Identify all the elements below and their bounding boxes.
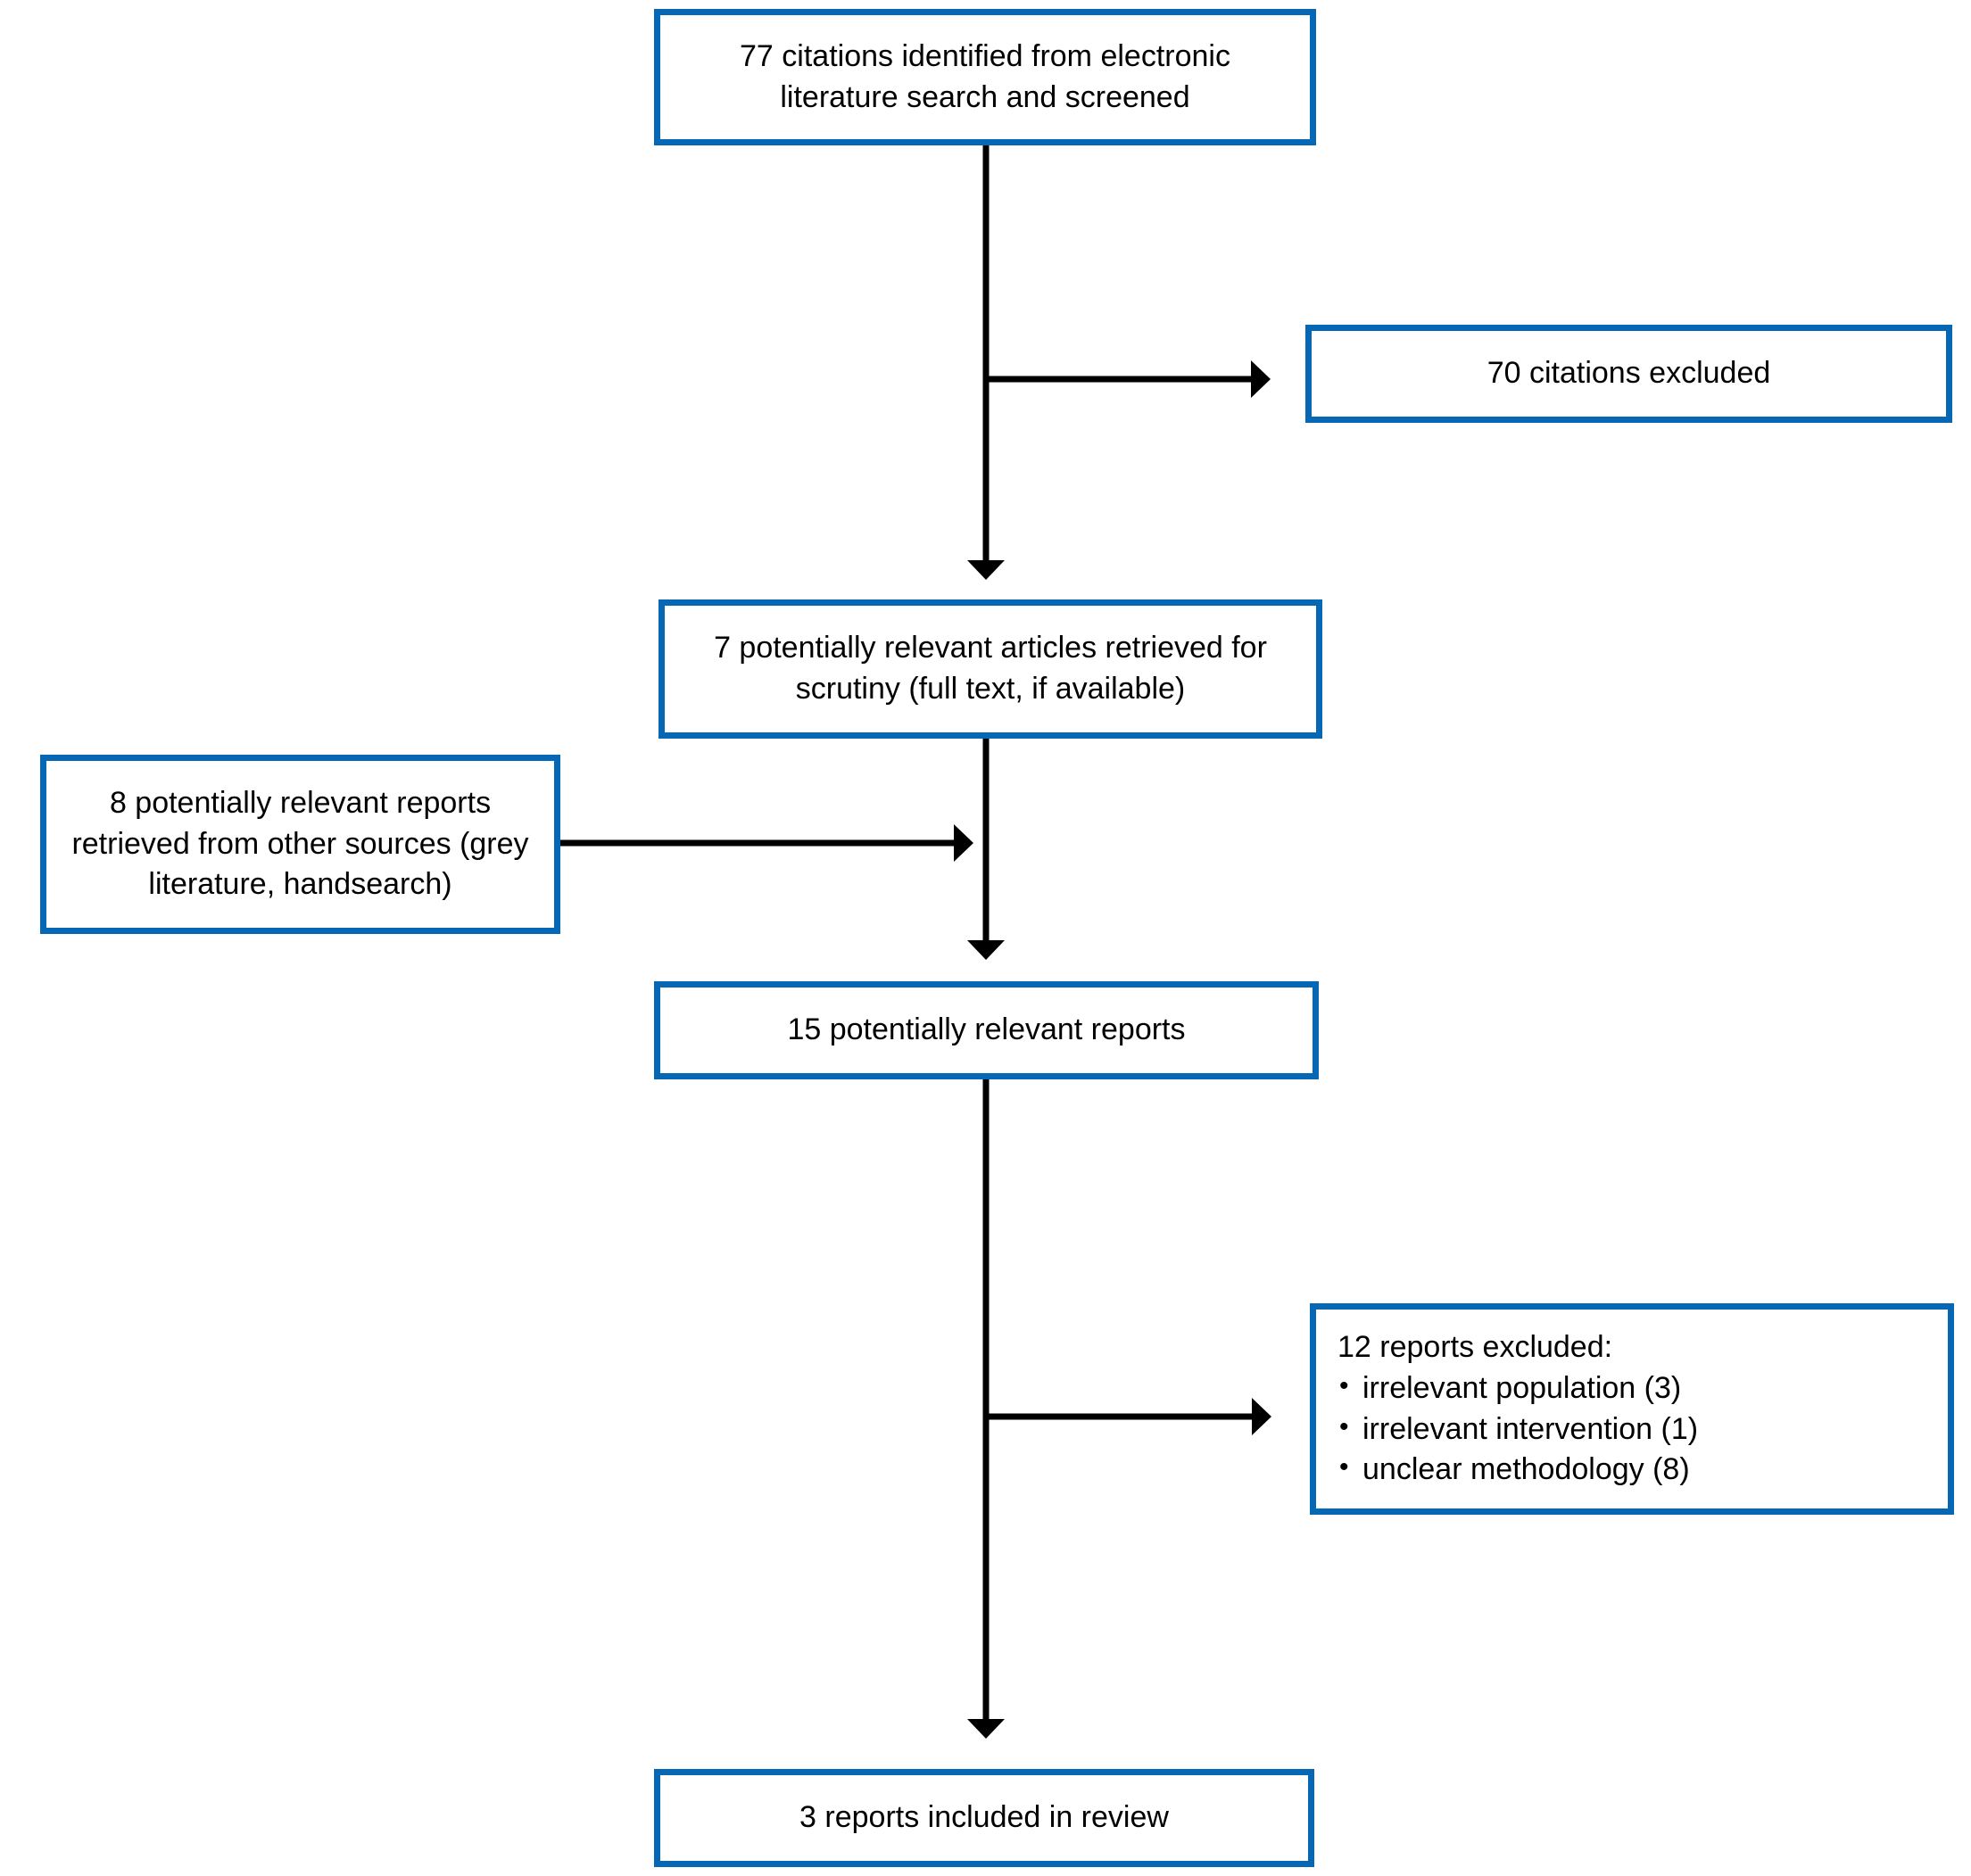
excluded-reason-item: unclear methodology (8): [1337, 1450, 1698, 1491]
arrow-other-sources-in: [560, 824, 973, 862]
excluded-reasons-list: irrelevant population (3) irrelevant int…: [1337, 1368, 1698, 1492]
node-reports-included-text: 3 reports included in review: [799, 1800, 1169, 1835]
node-reports-excluded-title: 12 reports excluded:: [1337, 1329, 1613, 1364]
arrow-to-citations-excluded: [983, 360, 1271, 398]
excluded-reason-item: irrelevant intervention (1): [1337, 1409, 1698, 1450]
node-relevant-reports: 15 potentially relevant reports: [654, 981, 1319, 1079]
node-citations-excluded: 70 citations excluded: [1305, 325, 1952, 423]
node-reports-included: 3 reports included in review: [654, 1769, 1314, 1867]
excluded-reason-item: irrelevant population (3): [1337, 1368, 1698, 1409]
node-articles-retrieved: 7 potentially relevant articles retrieve…: [658, 599, 1322, 739]
node-citations-excluded-text: 70 citations excluded: [1487, 356, 1771, 391]
node-citations-screened-text: 77 citations identified from electronic …: [740, 38, 1230, 114]
node-reports-excluded: 12 reports excluded: irrelevant populati…: [1310, 1303, 1954, 1515]
node-reports-excluded-content: 12 reports excluded: irrelevant populati…: [1337, 1327, 1698, 1492]
arrow-screened-to-retrieved: [967, 145, 1005, 580]
node-other-sources: 8 potentially relevant reports retrieved…: [40, 755, 560, 934]
arrow-retrieved-to-relevant: [967, 739, 1005, 960]
node-other-sources-text: 8 potentially relevant reports retrieved…: [71, 785, 529, 902]
node-citations-screened: 77 citations identified from electronic …: [654, 9, 1316, 145]
node-articles-retrieved-text: 7 potentially relevant articles retrieve…: [714, 631, 1267, 706]
arrow-to-reports-excluded: [983, 1398, 1271, 1435]
node-relevant-reports-text: 15 potentially relevant reports: [787, 1012, 1186, 1047]
arrow-relevant-to-included: [967, 1079, 1005, 1739]
